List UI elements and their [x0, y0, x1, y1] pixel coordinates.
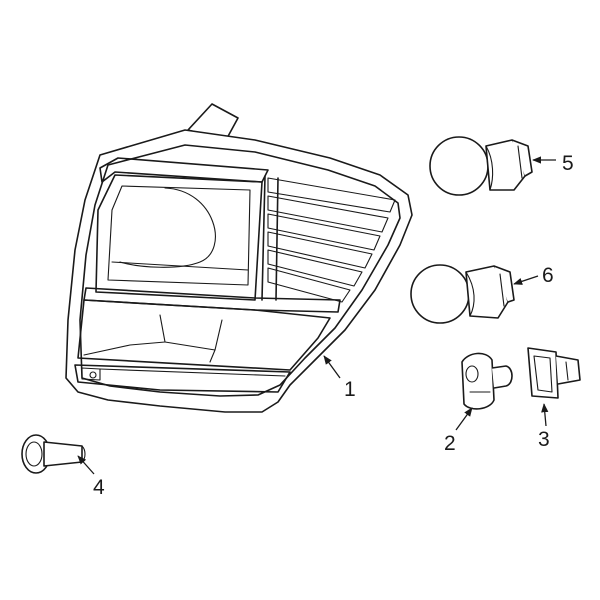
bolt: [21, 434, 86, 474]
bulb-upper: [429, 136, 533, 196]
clip: [527, 347, 581, 399]
tail-lamp-assembly: [65, 103, 413, 413]
callout-leaders: [77, 156, 556, 475]
socket: [461, 352, 513, 410]
callout-1: 1: [344, 378, 356, 401]
callout-2: 2: [444, 432, 456, 455]
callout-4: 4: [93, 476, 105, 499]
callout-5: 5: [562, 152, 574, 175]
callout-3: 3: [538, 428, 550, 451]
lamp-louvers: [261, 175, 396, 303]
callout-6: 6: [542, 264, 554, 287]
bulb-lower: [410, 264, 515, 324]
